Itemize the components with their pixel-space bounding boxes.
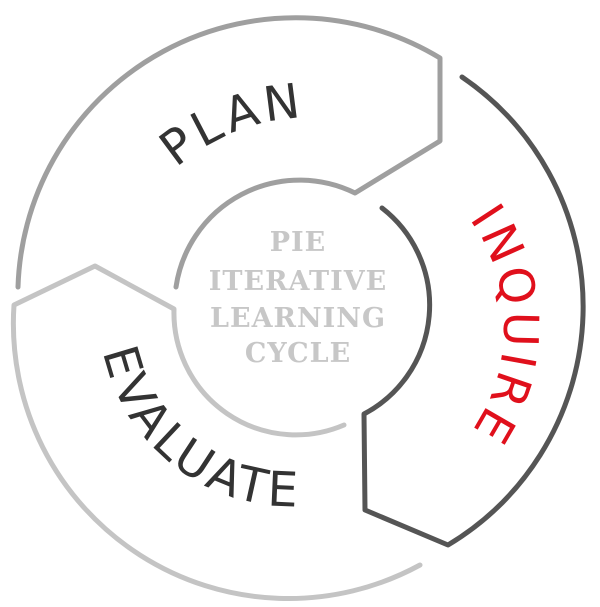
center-line-1: PIE (270, 227, 327, 258)
plan-label-text: PLAN (150, 73, 303, 178)
inquire-label-text: INQUIRE (459, 194, 544, 455)
inquire-segment (361, 74, 586, 548)
evaluate-segment (10, 263, 423, 602)
plan-segment (15, 15, 443, 290)
center-line-3: LEARNING (210, 303, 386, 334)
plan-label: PLAN (150, 73, 307, 178)
center-line-2: ITERATIVE (209, 266, 387, 297)
center-line-4: CYCLE (245, 338, 351, 369)
inquire-label: INQUIRE (459, 194, 548, 455)
